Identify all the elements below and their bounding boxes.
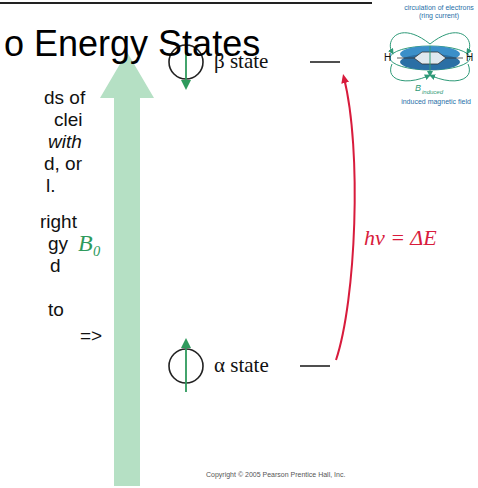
ring-current-inset xyxy=(390,33,470,81)
energy-equation: hν = ΔE xyxy=(364,226,437,250)
atom-label: H xyxy=(384,52,391,63)
field-symbol: B xyxy=(415,84,421,94)
inset-label: circulation of electrons (ring current) xyxy=(402,4,476,19)
body-text: ds of xyxy=(44,88,85,109)
body-text: to xyxy=(48,300,64,321)
inset-label: induced magnetic field xyxy=(396,98,476,106)
transition-arrow xyxy=(336,78,355,360)
body-text: l. xyxy=(46,176,56,197)
energy-level xyxy=(300,365,330,367)
body-text: clei xyxy=(54,110,83,131)
slide-rule xyxy=(0,2,372,4)
field-arrow xyxy=(100,52,154,486)
state-label: α state xyxy=(214,354,269,377)
field-subscript: induced xyxy=(422,89,443,96)
body-text: d, or xyxy=(44,154,82,175)
copyright-note: Copyright © 2005 Pearson Prentice Hall, … xyxy=(206,471,345,479)
energy-level xyxy=(310,61,340,63)
body-text: => xyxy=(80,326,102,347)
atom-label: H xyxy=(466,52,473,63)
body-text: with xyxy=(48,132,82,153)
body-text: gy xyxy=(48,234,68,255)
body-text: right xyxy=(40,212,77,233)
field-label: B₀ xyxy=(78,230,101,256)
state-label: β state xyxy=(214,50,268,73)
body-text: d xyxy=(50,256,61,277)
spin-arrow xyxy=(185,344,187,392)
